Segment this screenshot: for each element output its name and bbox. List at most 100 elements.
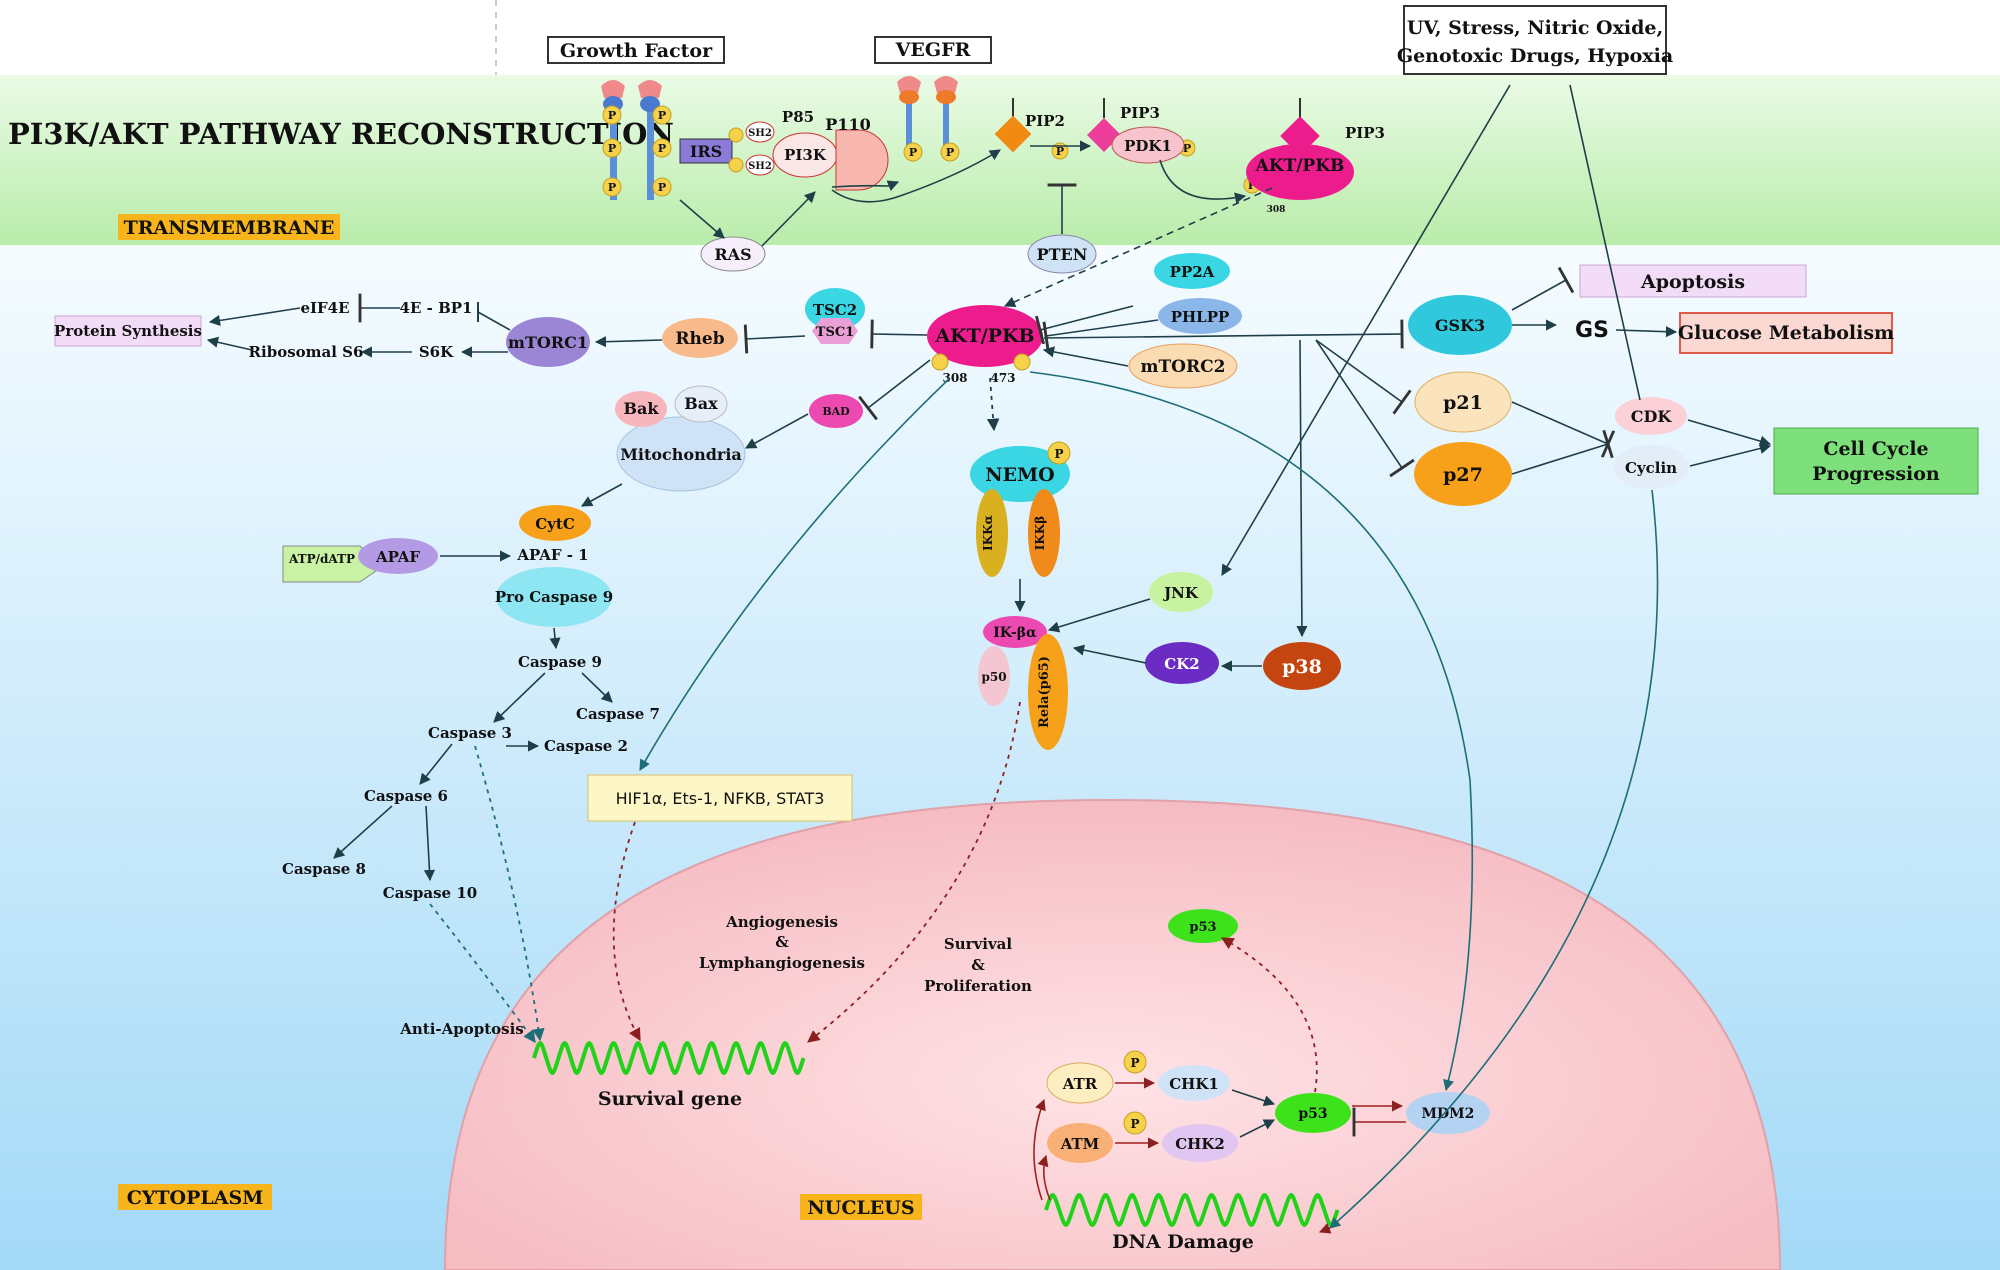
tsc1-label: TSC1 xyxy=(816,325,854,340)
nemo-label: NEMO xyxy=(985,464,1054,486)
growth-factor-box xyxy=(547,36,725,64)
gsk3-label: GSK3 xyxy=(1435,316,1485,335)
edge-akt-gsk3 xyxy=(1043,319,1404,349)
pip2-node xyxy=(994,115,1032,153)
pp2a-label: PP2A xyxy=(1170,263,1215,281)
edge-casp3-survival xyxy=(474,745,545,1042)
transmembrane-label-bg xyxy=(118,214,340,240)
pdk1-node xyxy=(1111,126,1185,164)
gsk3-node xyxy=(1408,295,1512,355)
p53-node xyxy=(1275,1093,1351,1133)
procaspase9-label: Pro Caspase 9 xyxy=(495,588,613,606)
edge-layer xyxy=(206,84,1772,1201)
transcription-factors-box xyxy=(587,774,853,822)
irs-label: IRS xyxy=(690,142,722,161)
ck2-node xyxy=(1145,642,1219,684)
edge-dna-atm xyxy=(1037,1154,1051,1201)
svg-text:P: P xyxy=(658,109,666,122)
edge-p27-cdk xyxy=(1511,429,1614,475)
phlpp-node xyxy=(1158,298,1242,334)
edge-akt-p27 xyxy=(1315,339,1415,478)
vegfr-label: VEGFR xyxy=(895,39,971,61)
p53-top-node xyxy=(1168,909,1238,943)
stress-line1: UV, Stress, Nitric Oxide, xyxy=(1407,17,1663,39)
p110-label: P110 xyxy=(825,115,870,134)
edge-akt-translocate xyxy=(1003,187,1273,308)
caspase10-label: Caspase 10 xyxy=(383,884,477,902)
edge-bad-mito xyxy=(745,413,809,449)
survival-line3: Proliferation xyxy=(924,977,1032,995)
edge-p110-vegfr xyxy=(831,180,900,191)
edge-casp3-casp6 xyxy=(419,743,453,785)
ikba-node xyxy=(983,616,1047,648)
svg-text:P: P xyxy=(1056,145,1064,158)
edge-casp9-casp7 xyxy=(581,672,613,703)
edge-gs-glucose xyxy=(1615,326,1678,338)
edge-akt-p38 xyxy=(1296,339,1308,638)
svg-text:P: P xyxy=(658,142,666,155)
dashed-edge-layer xyxy=(429,377,1318,1093)
chk1-phospho xyxy=(1123,1050,1147,1074)
edge-ras-pi3k xyxy=(761,191,816,247)
edge-cyclin-dna-head xyxy=(1318,1223,1332,1234)
mitochondria-label: Mitochondria xyxy=(620,445,742,464)
pip2-label: PIP2 xyxy=(1025,112,1065,130)
edge-casp9-casp3 xyxy=(493,672,546,723)
akt-node xyxy=(927,305,1043,367)
edge-akt-p21 xyxy=(1315,339,1412,415)
edge-pdk1-akt xyxy=(1159,159,1247,204)
atm-label: ATM xyxy=(1060,1135,1100,1153)
survival-gene-wave xyxy=(532,1041,806,1075)
ck2-label: CK2 xyxy=(1164,655,1199,673)
bad-label: BAD xyxy=(822,405,850,418)
edge-akt-tf xyxy=(639,377,951,771)
survival-line2: & xyxy=(971,956,985,974)
p21-node xyxy=(1414,371,1512,433)
atm-node xyxy=(1047,1123,1113,1163)
svg-text:P: P xyxy=(1183,142,1191,155)
jnk-label: JNK xyxy=(1162,584,1199,602)
ras-node xyxy=(700,236,766,272)
chk2-node xyxy=(1162,1124,1238,1162)
ribosomal-label: Ribosomal S6 xyxy=(249,343,364,361)
chk1-label: CHK1 xyxy=(1169,1075,1219,1093)
edge-akt-tsc xyxy=(870,319,928,349)
ikka-label: IKKα xyxy=(981,515,995,551)
p53-top-label: p53 xyxy=(1189,920,1216,935)
atp-label: ATP/dATP xyxy=(288,552,355,566)
cyclin-label: Cyclin xyxy=(1625,459,1677,477)
edge-casp6-casp10 xyxy=(423,805,436,882)
rela-node xyxy=(1028,634,1068,750)
long-edge-layer xyxy=(639,371,1659,1234)
bak-label: Bak xyxy=(624,399,660,418)
mitochondria-node xyxy=(616,416,746,492)
pip3-akt-label: PIP3 xyxy=(1345,124,1385,142)
gs-label: GS xyxy=(1575,318,1609,343)
ikka-node xyxy=(976,489,1008,577)
s6k-label: S6K xyxy=(419,343,454,361)
pip3-label: PIP3 xyxy=(1120,104,1160,122)
irs-phospho-2 xyxy=(728,157,744,173)
transcription-factors-label: HIF1α, Ets-1, NFKB, STAT3 xyxy=(616,789,825,808)
rheb-node xyxy=(662,318,738,358)
edge-ribosomal-protein xyxy=(206,336,253,351)
svg-text:P: P xyxy=(608,109,616,122)
atp-node xyxy=(282,545,381,583)
sh2-bottom xyxy=(745,154,775,176)
p27-node xyxy=(1414,442,1512,506)
jnk-node xyxy=(1149,572,1213,612)
pten-label: PTEN xyxy=(1037,245,1088,264)
vegfr-receptor-right xyxy=(934,76,958,153)
cell-cycle-line1: Cell Cycle xyxy=(1823,438,1928,460)
apaf-node xyxy=(358,538,438,574)
caspase8-label: Caspase 8 xyxy=(282,860,366,878)
svg-text:P: P xyxy=(658,181,666,194)
cytc-node xyxy=(519,505,591,541)
p27-label: p27 xyxy=(1443,464,1483,486)
p38-label: p38 xyxy=(1282,656,1322,678)
pi3k-label: PI3K xyxy=(784,146,827,164)
svg-text:P: P xyxy=(909,146,917,159)
edge-pp2a-akt xyxy=(1035,305,1134,345)
p38-node xyxy=(1263,642,1341,690)
